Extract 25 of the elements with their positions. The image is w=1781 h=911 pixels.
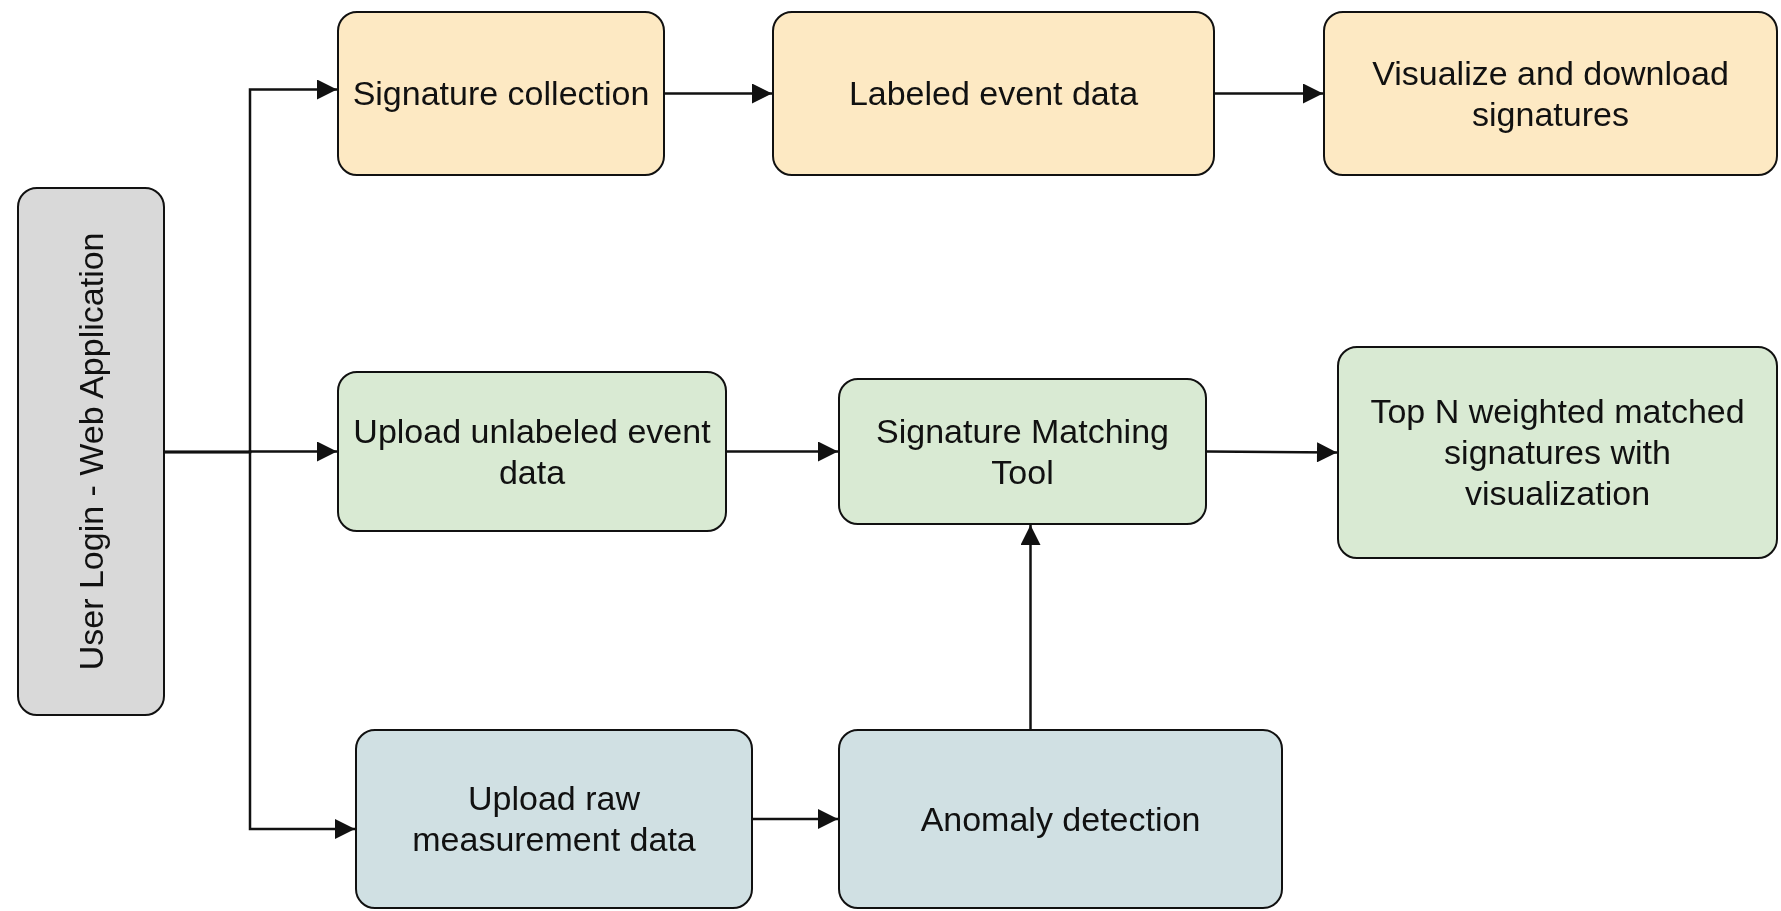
node-label: Upload raw measurement data [411, 778, 697, 860]
arrow [665, 83, 772, 104]
process-box [337, 371, 727, 532]
node-label: Visualize and download signatures [1371, 52, 1730, 135]
arrow [753, 809, 838, 829]
output-box [1323, 11, 1778, 176]
node-label: Signature collection [351, 73, 651, 114]
node-label: Top N weighted matched signatures with visualization [1369, 391, 1746, 514]
node-label: User Login - Web Application [70, 231, 111, 673]
login-box [17, 187, 165, 716]
data-box [772, 11, 1215, 176]
node-label: Signature Matching Tool [875, 410, 1170, 493]
tool-box [838, 378, 1207, 525]
node-label: Upload unlabeled event data [352, 410, 712, 493]
arrow [1207, 442, 1337, 463]
arrow [727, 441, 838, 462]
process-box [355, 729, 753, 909]
arrow [1215, 83, 1323, 104]
arrow [1020, 525, 1041, 729]
output-box [1337, 346, 1778, 559]
node-label: Labeled event data [847, 73, 1140, 114]
arrow [165, 450, 355, 839]
node-label: Anomaly detection [919, 798, 1202, 840]
process-box [337, 11, 665, 176]
process-box [838, 729, 1283, 909]
